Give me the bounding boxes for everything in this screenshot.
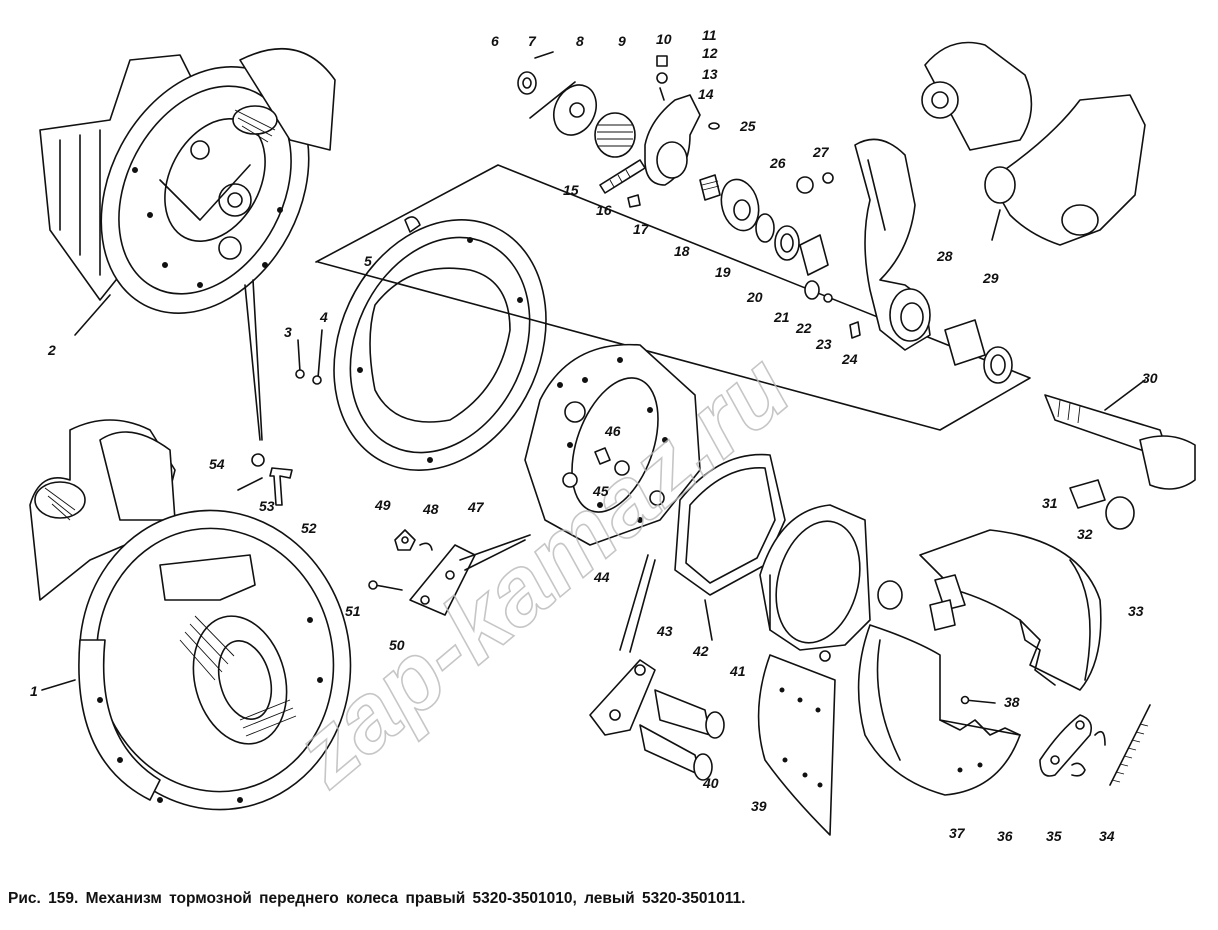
callout-5: 5 (364, 253, 372, 269)
callout-30: 30 (1142, 370, 1158, 386)
callout-1: 1 (30, 683, 38, 699)
callout-14: 14 (698, 86, 714, 102)
cover-41 (759, 504, 871, 651)
roller-31-32 (1069, 479, 1135, 530)
callout-26: 26 (769, 155, 786, 171)
gasket-42 (674, 453, 786, 641)
callout-10: 10 (656, 31, 672, 47)
callout-6: 6 (491, 33, 499, 49)
callout-42: 42 (692, 643, 709, 659)
bearings-seals (720, 172, 861, 339)
bracket-43-pins-40 (589, 554, 725, 781)
callout-34: 34 (1099, 828, 1115, 844)
callout-16: 16 (596, 202, 612, 218)
shoe-37 (857, 624, 1021, 796)
callout-24: 24 (841, 351, 858, 367)
callout-45: 45 (592, 483, 609, 499)
callout-15: 15 (563, 182, 579, 198)
callout-32: 32 (1077, 526, 1093, 542)
callout-18: 18 (674, 243, 690, 259)
callout-44: 44 (593, 569, 610, 585)
callout-51: 51 (345, 603, 361, 619)
callout-28: 28 (936, 248, 953, 264)
bushings-seal (944, 319, 1013, 384)
callout-46: 46 (604, 423, 621, 439)
camshaft-30 (1044, 379, 1196, 490)
lining-39 (757, 650, 836, 836)
callout-53: 53 (259, 498, 275, 514)
brake-chamber-29 (921, 41, 1146, 246)
top-small-parts (517, 51, 721, 208)
callout-25: 25 (739, 118, 756, 134)
springs-links (1039, 704, 1151, 786)
callout-31: 31 (1042, 495, 1058, 511)
callout-21: 21 (773, 309, 790, 325)
callout-38: 38 (1004, 694, 1020, 710)
figure-caption: Рис. 159. Механизм тормозной переднего к… (8, 890, 746, 907)
callout-29: 29 (982, 270, 999, 286)
callout-41: 41 (729, 663, 746, 679)
callout-19: 19 (715, 264, 731, 280)
steering-knuckle-28 (854, 138, 931, 351)
callout-49: 49 (374, 497, 391, 513)
callout-23: 23 (815, 336, 832, 352)
callout-22: 22 (795, 320, 812, 336)
callout-3: 3 (284, 324, 292, 340)
callout-37: 37 (949, 825, 966, 841)
callout-17: 17 (633, 221, 650, 237)
dust-shield-49 (315, 164, 1031, 471)
shoe-33 (877, 529, 1102, 691)
callout-12: 12 (702, 45, 718, 61)
callout-7: 7 (528, 33, 537, 49)
callout-8: 8 (576, 33, 584, 49)
callout-4: 4 (319, 309, 328, 325)
callout-2: 2 (47, 342, 56, 358)
fasteners-45-54 (237, 453, 531, 616)
brake-assembly-2 (39, 47, 336, 336)
callout-27: 27 (812, 144, 830, 160)
callout-50: 50 (389, 637, 405, 653)
brake-assembly-1 (29, 419, 352, 811)
callout-33: 33 (1128, 603, 1144, 619)
callout-40: 40 (702, 775, 719, 791)
callout-labels: 1 2 3 4 5 6 7 8 9 10 11 12 13 14 15 16 1… (30, 27, 1158, 844)
callout-11: 11 (702, 27, 717, 43)
callout-35: 35 (1046, 828, 1062, 844)
callout-52: 52 (301, 520, 317, 536)
callout-39: 39 (751, 798, 767, 814)
callout-54: 54 (209, 456, 225, 472)
callout-47: 47 (467, 499, 485, 515)
callout-48: 48 (422, 501, 439, 517)
callout-43: 43 (656, 623, 673, 639)
callout-13: 13 (702, 66, 718, 82)
callout-20: 20 (746, 289, 763, 305)
callout-36: 36 (997, 828, 1013, 844)
backing-plate-44 (524, 343, 701, 546)
callout-9: 9 (618, 33, 626, 49)
small-bolts-3-4 (244, 279, 323, 441)
